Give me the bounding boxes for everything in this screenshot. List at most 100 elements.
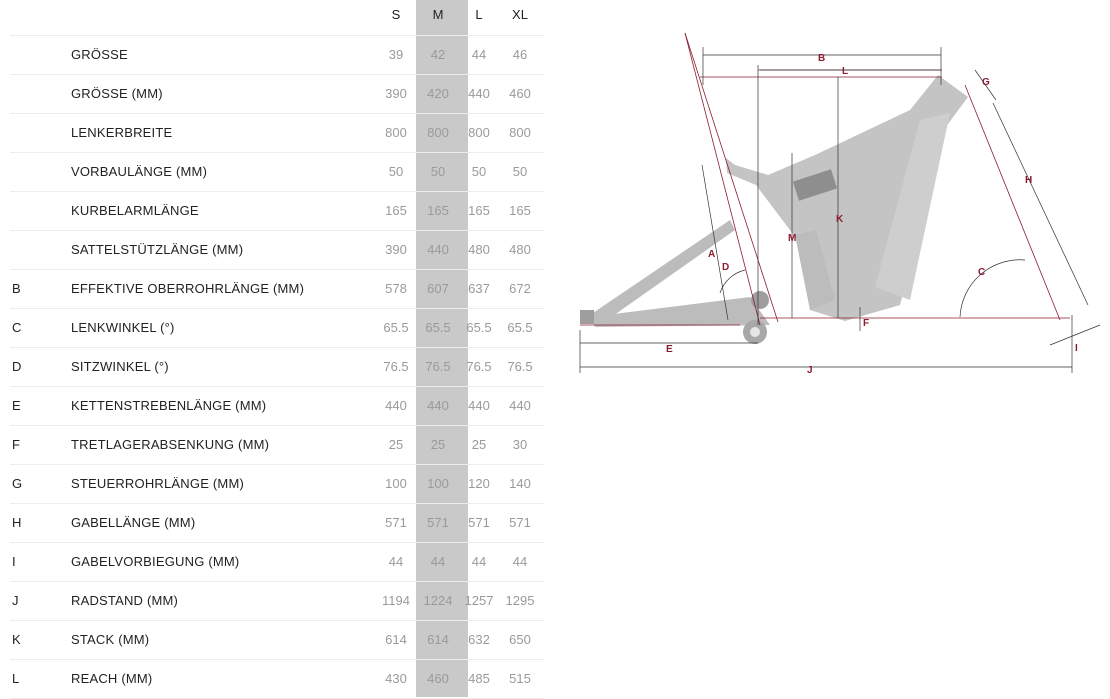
table-row: LENKERBREITE 800 800 800 800 [10, 114, 544, 153]
row-label: KURBELARMLÄNGE [71, 203, 199, 218]
row-value-s: 100 [385, 476, 407, 491]
row-value-s: 578 [385, 281, 407, 296]
row-value-xl: 165 [509, 203, 531, 218]
row-label: LENKWINKEL (°) [71, 320, 175, 335]
row-value-xl: 30 [512, 437, 528, 452]
dim-letter-c: C [978, 267, 985, 278]
row-label: SATTELSTÜTZLÄNGE (MM) [71, 242, 244, 257]
row-value-xl: 571 [509, 515, 531, 530]
row-value-xl: 515 [509, 671, 531, 686]
row-value-xl: 50 [512, 164, 528, 179]
row-value-xl: 440 [509, 398, 531, 413]
row-value-l: 637 [468, 281, 490, 296]
row-value-s: 50 [388, 164, 404, 179]
row-code: I [12, 554, 16, 569]
row-code: E [12, 398, 21, 413]
bike-geometry-diagram: A B C D E F G H I J K L M [579, 32, 1101, 376]
row-value-s: 1194 [382, 593, 410, 608]
dim-letter-d: D [722, 262, 729, 273]
row-label: RADSTAND (MM) [71, 593, 179, 608]
dim-letter-a: A [708, 249, 715, 260]
row-code: C [12, 320, 22, 335]
row-value-xl: 46 [512, 47, 528, 62]
row-value-s: 571 [385, 515, 407, 530]
dim-letter-l: L [842, 66, 848, 77]
row-label: SITZWINKEL (°) [71, 359, 169, 374]
row-value-m: 440 [427, 242, 449, 257]
dim-letter-f: F [863, 318, 869, 329]
row-code: K [12, 632, 21, 647]
size-m-highlight [416, 0, 468, 697]
row-label: GRÖSSE [71, 47, 128, 62]
row-value-s: 39 [388, 47, 404, 62]
row-label: VORBAULÄNGE (MM) [71, 164, 208, 179]
row-value-l: 485 [468, 671, 490, 686]
row-value-l: 632 [468, 632, 490, 647]
row-value-l: 1257 [464, 593, 494, 608]
row-value-l: 76.5 [466, 359, 492, 374]
row-value-m: 614 [427, 632, 449, 647]
row-value-s: 44 [388, 554, 404, 569]
row-value-xl: 800 [509, 125, 531, 140]
row-value-l: 480 [468, 242, 490, 257]
row-label: GRÖSSE (MM) [71, 86, 163, 101]
row-value-xl: 650 [509, 632, 531, 647]
row-value-s: 800 [385, 125, 407, 140]
row-value-xl: 1295 [505, 593, 535, 608]
row-value-m: 460 [427, 671, 449, 686]
dim-letter-j: J [807, 365, 813, 376]
row-value-l: 440 [468, 86, 490, 101]
row-value-m: 42 [430, 47, 446, 62]
row-value-s: 390 [385, 242, 407, 257]
row-code: D [12, 359, 22, 374]
row-value-xl: 65.5 [507, 320, 533, 335]
row-value-s: 165 [385, 203, 407, 218]
row-value-l: 571 [468, 515, 490, 530]
row-code: H [12, 515, 22, 530]
row-value-m: 571 [427, 515, 449, 530]
dim-letter-h: H [1025, 175, 1032, 186]
row-value-xl: 44 [512, 554, 528, 569]
row-value-xl: 460 [509, 86, 531, 101]
dim-letter-k: K [836, 214, 844, 225]
row-value-m: 44 [430, 554, 446, 569]
row-value-m: 800 [427, 125, 449, 140]
row-value-m: 50 [430, 164, 446, 179]
row-value-s: 614 [385, 632, 407, 647]
row-value-m: 1224 [423, 593, 453, 608]
row-value-m: 607 [427, 281, 449, 296]
row-value-m: 76.5 [425, 359, 451, 374]
row-value-s: 390 [385, 86, 407, 101]
size-header-xl: XL [512, 7, 528, 22]
row-label: LENKERBREITE [71, 125, 173, 140]
row-value-m: 100 [427, 476, 449, 491]
row-value-l: 50 [471, 164, 487, 179]
row-label: KETTENSTREBENLÄNGE (MM) [71, 398, 267, 413]
row-label: TRETLAGERABSENKUNG (MM) [71, 437, 270, 452]
row-code: G [12, 476, 23, 491]
row-value-xl: 140 [509, 476, 531, 491]
row-value-l: 44 [471, 554, 487, 569]
row-value-s: 76.5 [383, 359, 409, 374]
dim-letter-e: E [666, 344, 673, 355]
row-code: L [12, 671, 20, 686]
row-label: REACH (MM) [71, 671, 153, 686]
size-header-s: S [391, 7, 401, 22]
row-value-l: 800 [468, 125, 490, 140]
row-value-l: 165 [468, 203, 490, 218]
dim-letter-g: G [982, 77, 990, 88]
dimension-lines [579, 47, 1101, 373]
